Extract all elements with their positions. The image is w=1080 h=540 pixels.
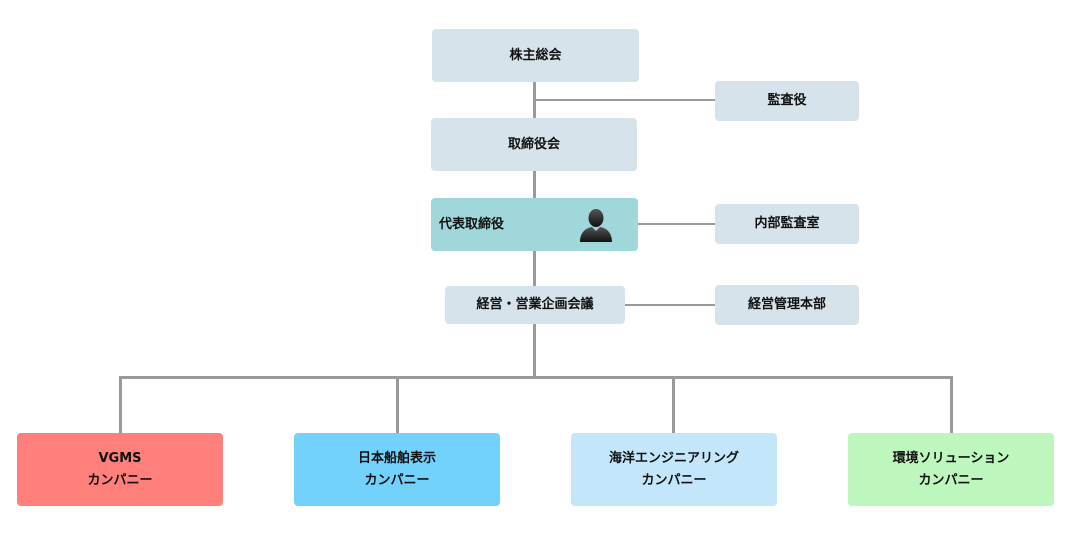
connector-vertical-top [533,82,536,119]
company-box-marine-engineering: 海洋エンジニアリング カンパニー [571,433,777,506]
connector-drop-3 [672,377,675,433]
company-box-vgms: VGMS カンパニー [17,433,223,506]
company-suffix: カンパニー [87,472,153,488]
company-name: 海洋エンジニアリング [608,450,739,466]
connector-drop-2 [396,377,399,433]
company-suffix: カンパニー [918,472,984,488]
ceo-label: 代表取締役 [439,216,505,232]
connector-to-internal-audit [637,223,715,225]
strategy-meeting-box: 経営・営業企画会議 [445,286,625,324]
connector-meeting-bus [533,324,536,377]
company-suffix: カンパニー [364,472,430,488]
internal-audit-box: 内部監査室 [715,204,859,244]
board-of-directors-label: 取締役会 [507,136,560,152]
person-silhouette-icon [580,209,612,242]
shareholders-meeting-label: 株主総会 [509,47,562,63]
company-name: 環境ソリューション [892,450,1010,466]
strategy-meeting-label: 経営・営業企画会議 [476,297,594,312]
connector-horizontal-bus [119,376,953,379]
company-name: VGMS [98,450,142,466]
connector-to-auditor [535,99,715,101]
connector-board-ceo [533,171,536,198]
auditor-label: 監査役 [767,93,807,108]
management-hq-box: 経営管理本部 [715,285,859,325]
internal-audit-label: 内部監査室 [754,216,820,231]
company-suffix: カンパニー [641,472,707,488]
connector-ceo-meeting [533,251,536,286]
connector-drop-1 [119,377,122,433]
management-hq-label: 経営管理本部 [747,297,826,312]
company-box-nihon-senpaku: 日本船舶表示 カンパニー [294,433,500,506]
board-of-directors-box: 取締役会 [431,118,637,171]
connector-to-management-hq [624,304,715,306]
shareholders-meeting-box: 株主総会 [432,29,639,82]
company-name: 日本船舶表示 [357,450,436,466]
ceo-box: 代表取締役 [431,198,638,251]
auditor-box: 監査役 [715,81,859,121]
connector-drop-4 [950,377,953,433]
company-box-environment-solution: 環境ソリューション カンパニー [848,433,1054,506]
